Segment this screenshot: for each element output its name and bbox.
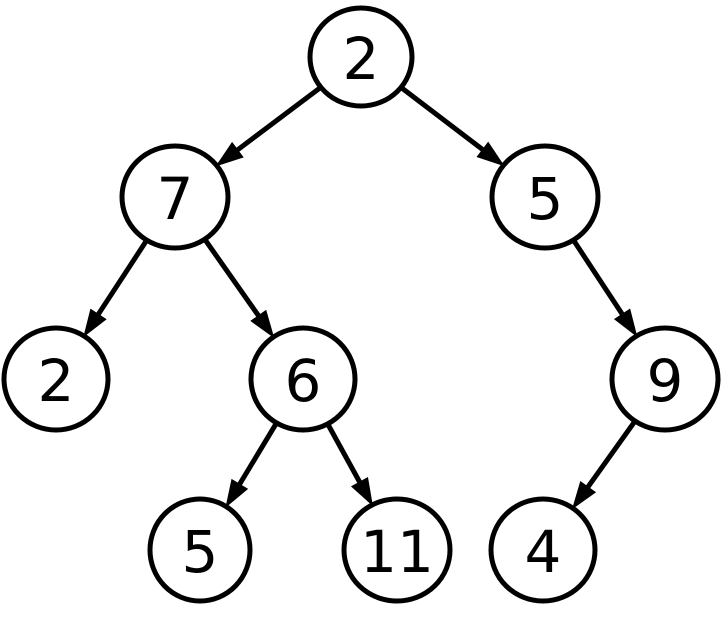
node-label: 4	[525, 518, 562, 586]
tree-edge	[202, 237, 275, 339]
tree-edge	[571, 238, 638, 338]
node-label: 7	[157, 165, 194, 233]
edge-line	[571, 238, 625, 316]
edges-layer	[83, 85, 638, 510]
edge-arrowhead-icon	[350, 477, 373, 507]
node-label: 5	[527, 165, 564, 233]
node-circle[interactable]	[341, 496, 453, 604]
nodes-layer: 2 7 5 2 6 9 5 11 4	[1, 5, 721, 604]
tree-edge	[571, 419, 638, 510]
tree-node[interactable]: 6	[248, 325, 358, 433]
edge-line	[202, 237, 261, 318]
edge-line	[236, 85, 323, 152]
tree-node[interactable]: 9	[609, 325, 721, 433]
tree-node[interactable]: 5	[489, 143, 601, 251]
edge-line	[237, 421, 279, 486]
edge-arrowhead-icon	[215, 141, 244, 167]
edge-line	[325, 422, 362, 484]
node-label: 5	[182, 518, 219, 586]
node-label: 11	[360, 518, 434, 586]
node-label: 6	[285, 347, 322, 415]
node-label: 9	[647, 347, 684, 415]
edge-arrowhead-icon	[476, 141, 505, 167]
tree-edge	[399, 85, 505, 167]
node-circle[interactable]	[609, 325, 721, 433]
tree-node[interactable]: 2	[1, 325, 111, 433]
node-circle[interactable]	[1, 325, 111, 433]
node-circle[interactable]	[119, 143, 231, 251]
edge-arrowhead-icon	[250, 309, 275, 339]
node-circle[interactable]	[147, 496, 253, 604]
node-label: 2	[38, 347, 75, 415]
node-circle[interactable]	[307, 5, 415, 109]
tree-node[interactable]: 2	[307, 5, 415, 109]
edge-line	[399, 85, 485, 152]
node-circle[interactable]	[248, 325, 358, 433]
node-circle[interactable]	[488, 496, 598, 604]
tree-edge	[215, 85, 323, 167]
tree-edge	[83, 238, 149, 338]
edge-line	[585, 419, 638, 489]
tree-node[interactable]: 4	[488, 496, 598, 604]
edge-arrowhead-icon	[571, 481, 597, 510]
edge-arrowhead-icon	[83, 308, 107, 338]
tree-edge	[225, 421, 279, 508]
tree-node[interactable]: 5	[147, 496, 253, 604]
edge-line	[96, 238, 149, 316]
tree-node[interactable]: 7	[119, 143, 231, 251]
node-circle[interactable]	[489, 143, 601, 251]
tree-node[interactable]: 11	[341, 496, 453, 604]
edge-arrowhead-icon	[613, 308, 638, 338]
edge-arrowhead-icon	[225, 478, 249, 508]
node-label: 2	[343, 25, 380, 93]
tree-edge	[325, 422, 373, 507]
